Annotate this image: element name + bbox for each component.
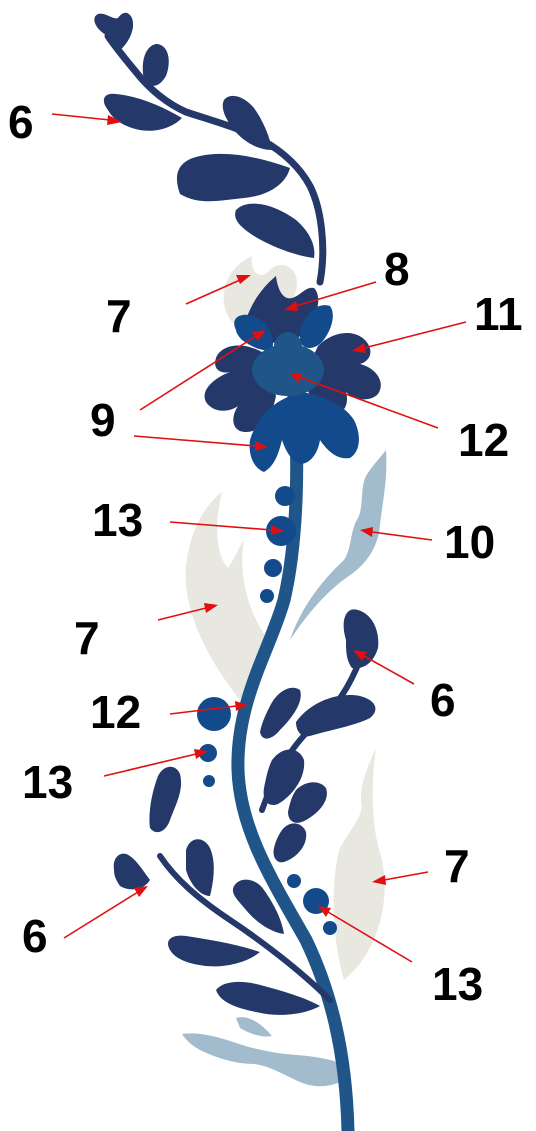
pale-blue-leaf-upper <box>290 450 386 640</box>
callout-label: 13 <box>22 756 73 808</box>
dot-large <box>197 697 231 731</box>
callout-label: 6 <box>22 910 48 962</box>
mid-leaf-3 <box>296 695 375 736</box>
dot <box>287 874 301 888</box>
pale-blue-leaf-lower-tip <box>236 1017 272 1036</box>
low-leaf-4 <box>168 936 260 967</box>
callout-label: 12 <box>458 414 509 466</box>
low-leaf-6 <box>216 982 320 1015</box>
dot <box>275 486 295 506</box>
mid-leaf-2 <box>260 688 301 739</box>
callout-label: 12 <box>90 686 141 738</box>
top-leaf-2 <box>143 44 169 86</box>
callout-label: 7 <box>74 612 100 664</box>
arrow-11 <box>364 322 466 348</box>
arrow-6-bottom <box>64 892 138 938</box>
dot <box>260 589 274 603</box>
beige-leaf-bottom <box>334 748 385 980</box>
top-leaf-6 <box>235 204 314 258</box>
dot <box>203 775 215 787</box>
top-leaf-5 <box>177 154 290 201</box>
callout-label: 10 <box>444 516 495 568</box>
callout-label: 9 <box>90 394 116 446</box>
top-navy-branch <box>94 13 322 282</box>
pale-blue-leaf-lower <box>182 1033 350 1086</box>
arrow-13-top <box>170 522 272 530</box>
callout-label: 11 <box>474 288 523 340</box>
top-leaf-4 <box>223 96 272 150</box>
arrow-13-middle <box>104 754 196 776</box>
dot <box>264 559 282 577</box>
arrow-9-lower <box>134 436 256 446</box>
arrow-6-middle <box>364 656 414 684</box>
callout-label: 7 <box>106 290 132 342</box>
callout-label: 6 <box>8 96 34 148</box>
low-leaf-1 <box>149 767 181 832</box>
dot <box>323 921 337 935</box>
callout-label: 8 <box>384 243 410 295</box>
arrow-10 <box>372 532 432 540</box>
top-leaf-3 <box>104 94 182 131</box>
low-leaf-2 <box>114 854 150 890</box>
arrow-6-top <box>52 114 110 120</box>
top-leaf-1 <box>94 13 133 52</box>
arrow-7-bottom <box>384 872 428 880</box>
callout-label: 13 <box>92 494 143 546</box>
callout-label: 7 <box>444 840 470 892</box>
callout-label: 6 <box>430 674 456 726</box>
flower-bud-top <box>274 332 302 360</box>
mid-leaf-6 <box>273 823 306 862</box>
callout-label: 13 <box>432 958 483 1010</box>
